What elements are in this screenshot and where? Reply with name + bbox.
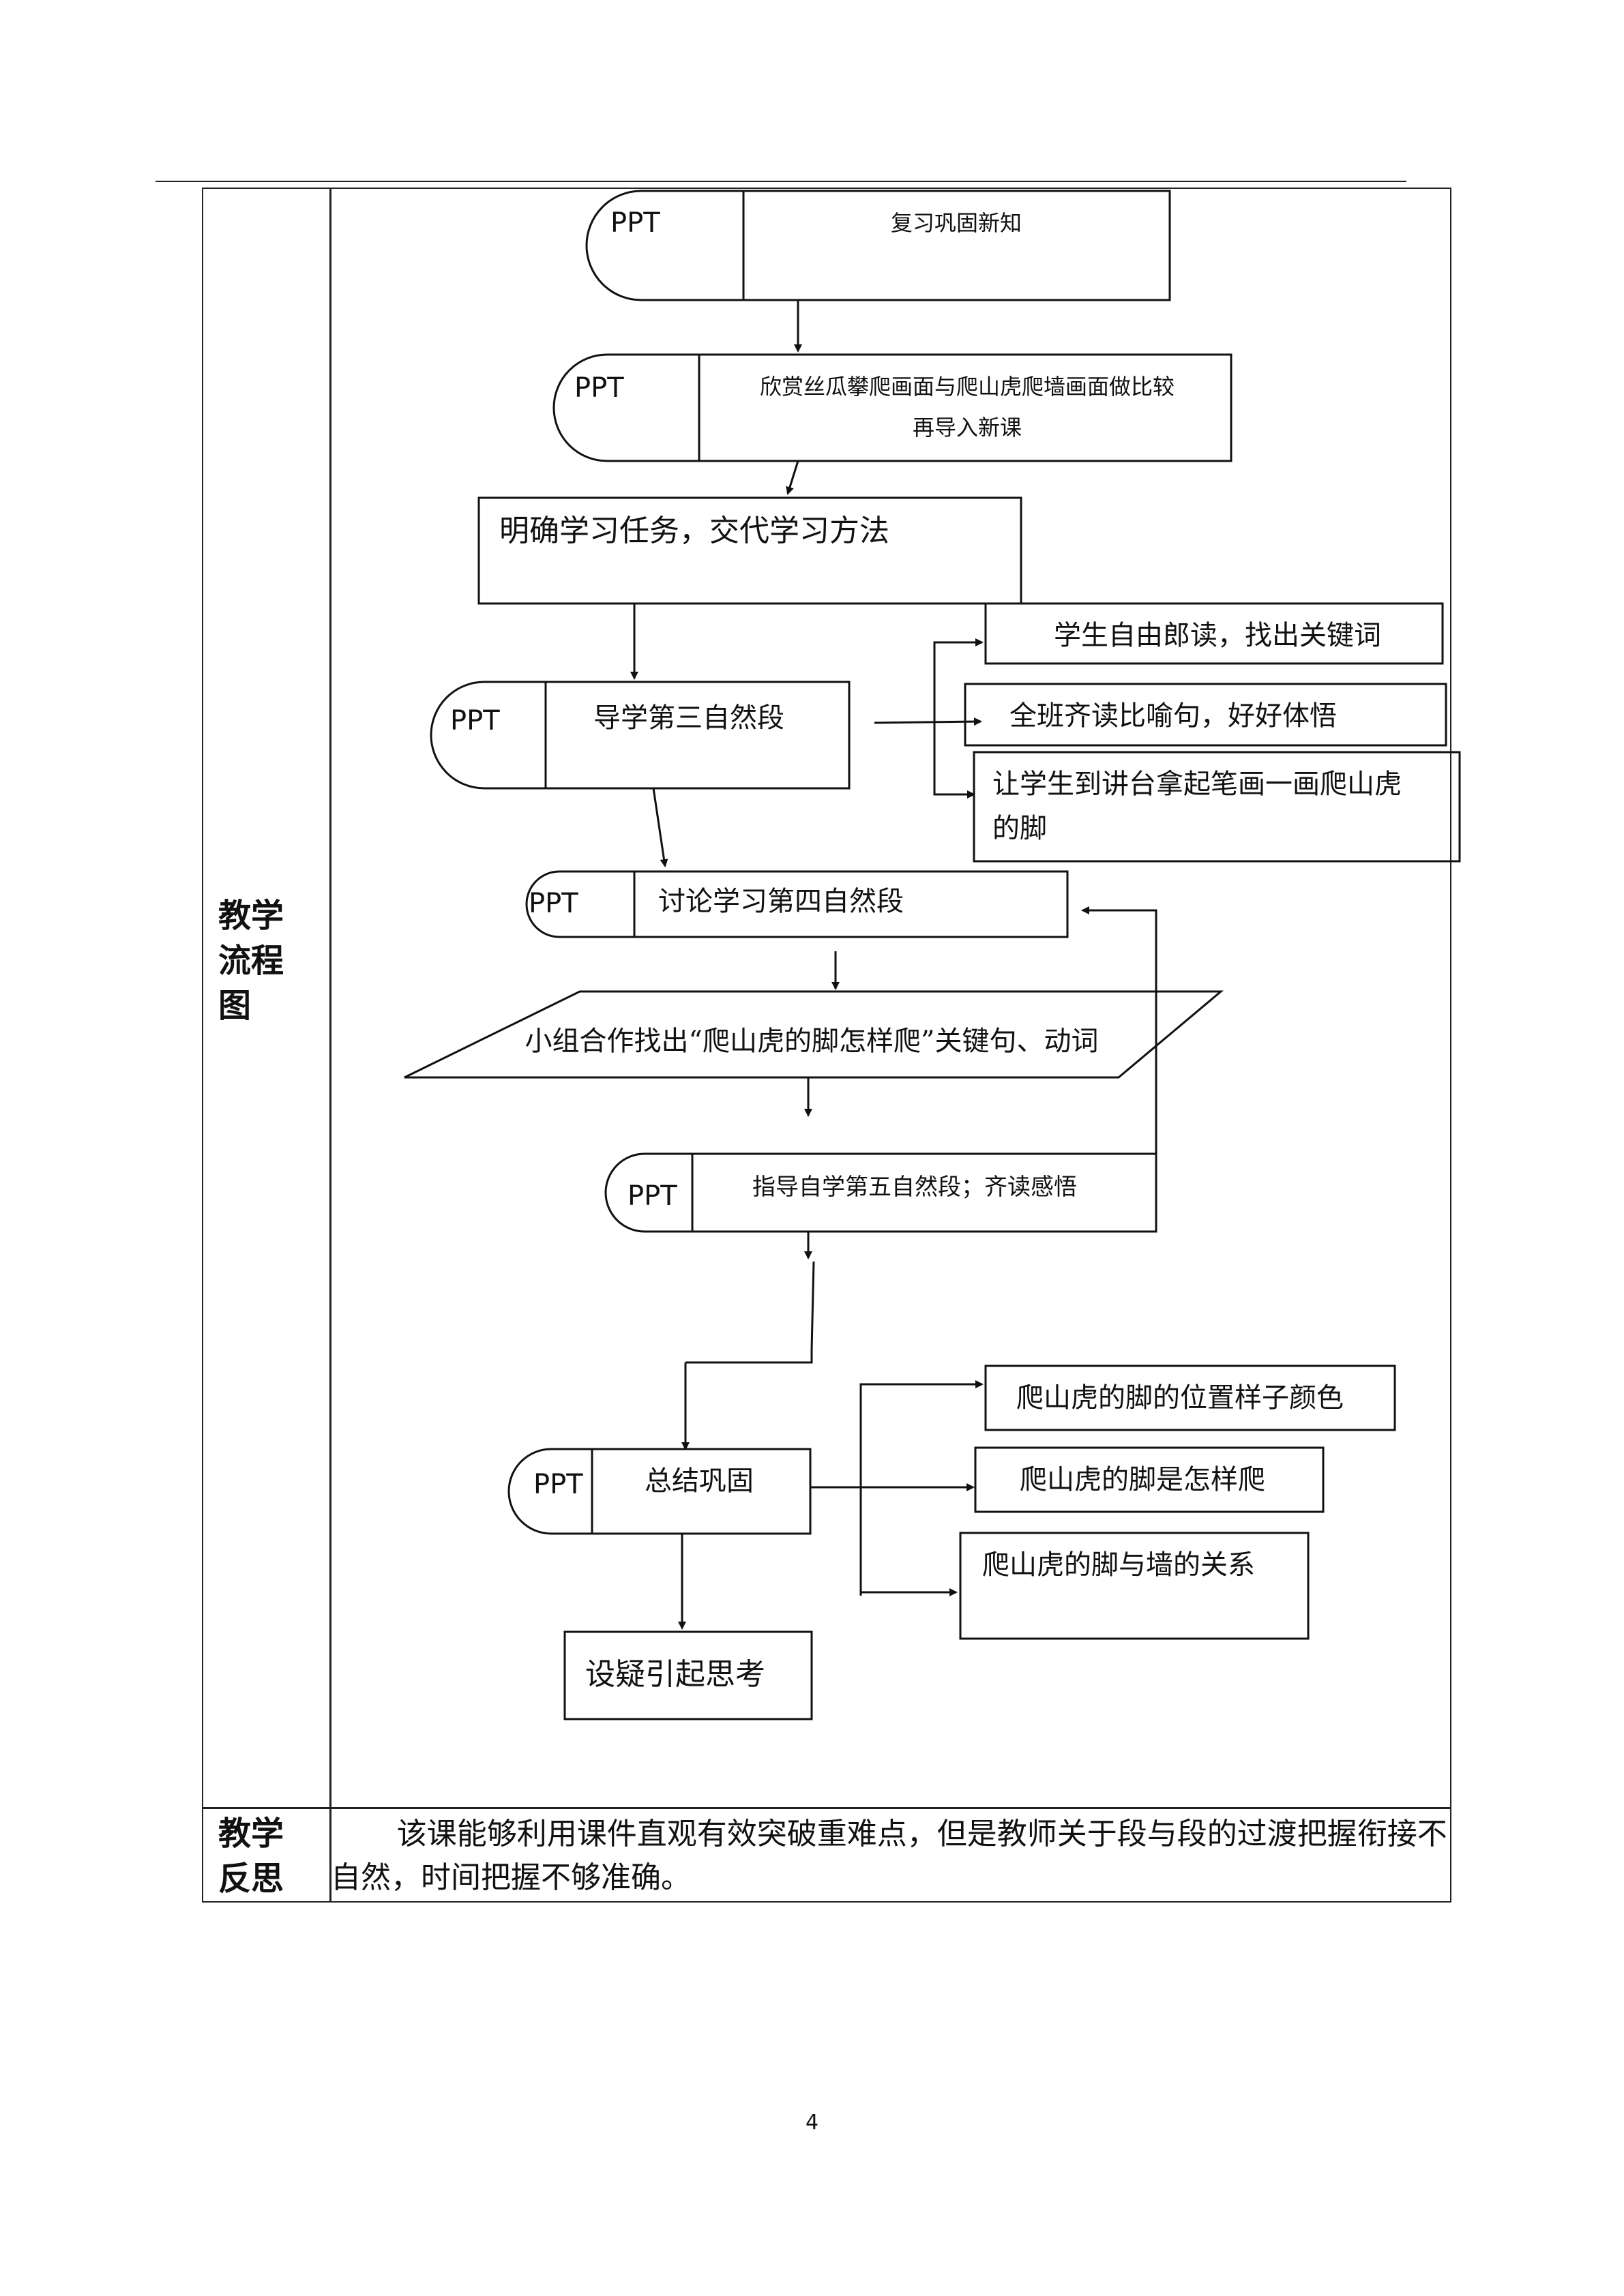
branch-connector xyxy=(859,1383,975,1596)
ppt-tag: PPT xyxy=(574,372,624,404)
step5-label: 讨论学习第四自然段 xyxy=(658,886,904,917)
ppt-tag: PPT xyxy=(610,207,660,239)
flow-step-2 xyxy=(552,353,1232,462)
flow-step-3-box xyxy=(477,496,1022,605)
arrow xyxy=(652,788,668,867)
connector xyxy=(685,1261,815,1364)
step8-branch-2: 爬山虎的脚是怎样爬 xyxy=(1020,1464,1265,1495)
table-row-flow-label-cell xyxy=(202,188,331,1809)
ppt-tag: PPT xyxy=(529,888,578,919)
step4-branch-3-line: 让学生到讲台拿起笔画一画爬山虎 xyxy=(992,769,1402,800)
label-line: 教学 xyxy=(218,897,284,935)
ppt-display-shape xyxy=(585,190,743,301)
step2-label-line: 再导入新课 xyxy=(913,415,1022,441)
flow-step-9-box xyxy=(563,1630,813,1720)
branch-box-3 xyxy=(959,1532,1310,1640)
feedback-connector xyxy=(1091,909,1157,1232)
step4-label: 导学第三自然段 xyxy=(593,702,784,734)
arrow xyxy=(786,460,799,495)
step3-label: 明确学习任务，交代学习方法 xyxy=(499,513,889,548)
ppt-display-shape xyxy=(604,1152,692,1233)
branch-box-2 xyxy=(964,683,1447,747)
process-box xyxy=(591,1448,812,1535)
arrow xyxy=(874,717,982,726)
branch-box-1 xyxy=(984,1365,1396,1431)
header-rule xyxy=(156,181,1406,182)
branch-box-2 xyxy=(974,1446,1325,1513)
ppt-display-shape xyxy=(525,870,634,938)
ppt-tag: PPT xyxy=(628,1180,677,1212)
flow-step-6-io-shape xyxy=(404,990,1224,1079)
label-line: 教学 xyxy=(218,1815,284,1853)
branch-box-3 xyxy=(973,751,1461,863)
branch-box-1 xyxy=(984,602,1444,665)
step7-label: 指导自学第五自然段；齐读感悟 xyxy=(752,1174,1077,1201)
flow-step-1 xyxy=(585,190,1171,301)
ppt-display-shape xyxy=(552,353,699,462)
process-box xyxy=(633,870,1069,938)
page-number: 4 xyxy=(805,2111,819,2134)
table-row-reflection-content-cell xyxy=(329,1807,1451,1903)
ppt-display-shape xyxy=(507,1448,592,1535)
process-box xyxy=(698,353,1232,462)
flow-step-8 xyxy=(507,1448,812,1535)
flow-step-4 xyxy=(430,681,851,790)
step4-branch-3-line: 的脚 xyxy=(992,813,1047,844)
label-line: 图 xyxy=(218,987,252,1025)
ppt-display-shape xyxy=(430,681,546,790)
label-line: 流程 xyxy=(218,942,284,980)
ppt-tag: PPT xyxy=(450,705,500,736)
step8-branch-3: 爬山虎的脚与墙的关系 xyxy=(982,1549,1255,1581)
branch-connector xyxy=(933,682,972,796)
step8-label: 总结巩固 xyxy=(645,1465,754,1497)
process-box xyxy=(544,681,851,790)
step9-label: 设疑引起思考 xyxy=(585,1657,765,1692)
table-row-flow-content-cell xyxy=(329,188,1451,1809)
label-line: 反思 xyxy=(218,1860,284,1898)
ppt-tag: PPT xyxy=(533,1469,583,1500)
step4-branch-2: 全班齐读比喻句，好好体悟 xyxy=(1009,700,1337,732)
step2-label-line: 欣赏丝瓜攀爬画面与爬山虎爬墙画面做比较 xyxy=(760,374,1175,400)
step1-label: 复习巩固新知 xyxy=(891,210,1022,236)
reflection-text: 该课能够利用课件直观有效突破重难点，但是教师关于段与段的过渡把握衔接不自然，时间… xyxy=(331,1817,1447,1895)
step8-branch-1: 爬山虎的脚的位置样子颜色 xyxy=(1016,1382,1344,1414)
step6-label: 小组合作找出“爬山虎的脚怎样爬”关键句、动词 xyxy=(525,1026,1099,1057)
flowchart-row-label: 教学 流程 图 xyxy=(218,893,284,1028)
reflection-row-label: 教学 反思 xyxy=(218,1811,284,1901)
step4-branch-1: 学生自由郎读，找出关键词 xyxy=(1054,620,1381,651)
table-row-reflection-label-cell xyxy=(202,1807,331,1903)
process-box xyxy=(742,190,1171,301)
flow-step-5 xyxy=(525,870,1069,938)
